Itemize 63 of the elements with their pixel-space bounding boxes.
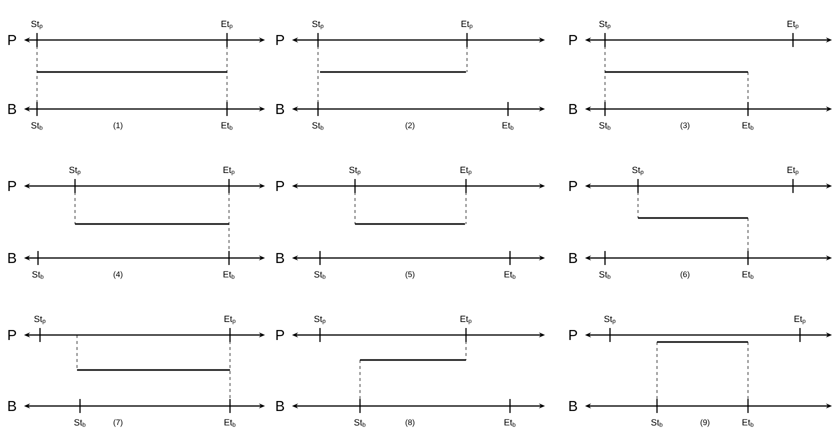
axis-label: B <box>569 253 578 263</box>
tick-label: Et$_{p}$ <box>222 20 232 30</box>
axis-label: B <box>569 104 578 114</box>
tick-label: St$_{p}$ <box>599 20 610 30</box>
tick-label: Et$_{p}$ <box>460 166 472 176</box>
tick-label: St$_{b}$ <box>314 271 326 279</box>
tick-label: Et$_{b}$ <box>742 271 754 279</box>
tick-label: St$_{b}$ <box>31 122 42 130</box>
tick-label: St$_{p}$ <box>312 20 324 30</box>
axis-label: P <box>8 181 16 191</box>
tick-label: St$_{p}$ <box>632 166 644 176</box>
tick-label: St$_{p}$ <box>69 166 80 176</box>
tick-label: Et$_{p}$ <box>788 20 798 30</box>
tick-label: St$_{b}$ <box>32 271 44 279</box>
tick-label: Et$_{b}$ <box>224 271 234 279</box>
tick-label: Et$_{b}$ <box>504 419 516 427</box>
axis-label: B <box>8 104 16 114</box>
tick-label: St$_{b}$ <box>74 419 86 427</box>
panel-number: (8) <box>406 419 414 427</box>
axis-label: P <box>569 35 578 45</box>
panel-number: (7) <box>114 419 122 427</box>
axis-label: P <box>8 330 16 340</box>
axis-label: B <box>276 401 284 411</box>
panel-number: (9) <box>700 419 710 427</box>
tick-label: St$_{b}$ <box>354 419 366 427</box>
tick-label: Et$_{b}$ <box>502 122 514 130</box>
tick-label: St$_{p}$ <box>31 20 42 30</box>
axis-label: P <box>276 181 284 191</box>
tick-label: Et$_{p}$ <box>224 166 234 176</box>
axis-label: P <box>276 330 284 340</box>
axis-label: B <box>276 104 284 114</box>
tick-label: St$_{b}$ <box>599 271 610 279</box>
tick-label: Et$_{p}$ <box>788 166 798 176</box>
panel-number: (4) <box>114 271 122 279</box>
tick-label: Et$_{b}$ <box>222 122 232 130</box>
tick-label: Et$_{b}$ <box>742 122 754 130</box>
tick-label: St$_{p}$ <box>314 316 326 324</box>
axis-label: P <box>276 35 284 45</box>
tick-label: St$_{b}$ <box>651 419 662 427</box>
tick-label: St$_{b}$ <box>599 122 610 130</box>
axis-label: P <box>8 35 16 45</box>
axis-label: B <box>8 401 16 411</box>
tick-label: Et$_{b}$ <box>224 419 236 427</box>
axis-label: B <box>276 253 284 263</box>
tick-label: Et$_{p}$ <box>462 20 472 30</box>
tick-label: St$_{p}$ <box>349 166 360 176</box>
panel-number: (5) <box>406 271 414 279</box>
tick-label: St$_{p}$ <box>34 316 46 324</box>
tick-label: Et$_{b}$ <box>742 419 754 427</box>
panel-number: (2) <box>406 122 414 130</box>
panel-number: (6) <box>680 271 690 279</box>
tick-label: St$_{p}$ <box>604 316 616 324</box>
axis-label: P <box>569 181 578 191</box>
tick-label: Et$_{p}$ <box>224 316 236 324</box>
axis-label: B <box>8 253 16 263</box>
panel-number: (1) <box>114 122 122 130</box>
tick-label: Et$_{p}$ <box>460 316 472 324</box>
tick-label: St$_{b}$ <box>312 122 324 130</box>
axis-label: B <box>569 401 578 411</box>
tick-label: Et$_{b}$ <box>504 271 516 279</box>
tick-label: Et$_{p}$ <box>794 316 806 324</box>
panel-number: (3) <box>680 122 690 130</box>
axis-label: P <box>569 330 578 340</box>
